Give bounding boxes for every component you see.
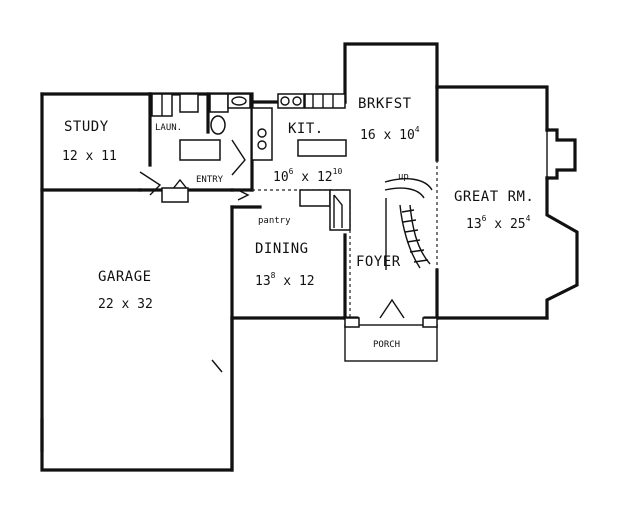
labels: STUDY 12 x 11 LAUN. KIT. 106 x 1210 BRKF… (62, 96, 534, 350)
kitchen-label: KIT. (288, 121, 324, 137)
doors (40, 139, 405, 452)
entry-label: ENTRY (196, 175, 224, 185)
stair-up-label: up (398, 172, 409, 182)
study-dimensions: 12 x 11 (62, 149, 117, 164)
laundry-label: LAUN. (155, 123, 182, 133)
garage-label: GARAGE (98, 269, 152, 285)
great-room-dimensions: 136 x 254 (466, 214, 531, 232)
kitchen-dimensions: 106 x 1210 (273, 167, 342, 185)
staircase (384, 178, 433, 270)
porch-label: PORCH (373, 340, 400, 350)
fireplace (545, 128, 577, 180)
pantry-label: pantry (258, 216, 291, 226)
breakfast-dimensions: 16 x 104 (360, 125, 420, 143)
foyer-label: FOYER (356, 254, 401, 270)
breakfast-label: BRKFST (358, 96, 412, 112)
laundry-fixtures (151, 93, 251, 161)
dining-label: DINING (255, 241, 309, 257)
great-room-label: GREAT RM. (454, 189, 534, 205)
porch (344, 317, 438, 362)
dining-dimensions: 138 x 12 (255, 271, 315, 289)
study-label: STUDY (64, 119, 109, 135)
garage-dimensions: 22 x 32 (98, 297, 153, 312)
kitchen-fixtures (251, 93, 351, 231)
